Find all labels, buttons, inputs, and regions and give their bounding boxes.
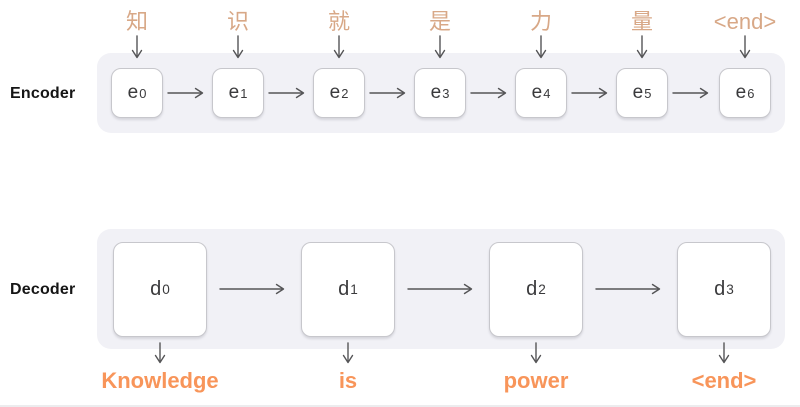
cell-label: d bbox=[150, 278, 162, 300]
encoder-input-token: 知 bbox=[125, 9, 149, 34]
arrow-down-icon bbox=[739, 35, 751, 63]
arrow-down-icon bbox=[154, 342, 166, 368]
cell-subscript: 2 bbox=[538, 282, 546, 297]
encoder-input-token: 是 bbox=[428, 9, 452, 34]
cell-label: d bbox=[526, 278, 538, 300]
arrow-down-icon bbox=[131, 35, 143, 63]
cell-subscript: 6 bbox=[747, 85, 755, 101]
cell-subscript: 1 bbox=[240, 85, 248, 101]
arrow-right-icon bbox=[470, 87, 510, 99]
arrow-right-icon bbox=[407, 283, 477, 295]
decoder-output-token: <end> bbox=[691, 368, 757, 393]
decoder-output-token: is bbox=[338, 368, 358, 393]
cell-label: d bbox=[338, 278, 350, 300]
cell-subscript: 0 bbox=[139, 85, 147, 101]
cell-subscript: 5 bbox=[644, 85, 652, 101]
arrow-down-icon bbox=[530, 342, 542, 368]
cell-subscript: 3 bbox=[726, 282, 734, 297]
cell-subscript: 1 bbox=[350, 282, 358, 297]
arrow-down-icon bbox=[342, 342, 354, 368]
cell-label: e bbox=[430, 82, 442, 103]
arrow-right-icon bbox=[268, 87, 308, 99]
cell-label: e bbox=[329, 82, 341, 103]
arrow-down-icon bbox=[535, 35, 547, 63]
cell-label: e bbox=[531, 82, 543, 103]
arrow-down-icon bbox=[434, 35, 446, 63]
arrow-right-icon bbox=[571, 87, 611, 99]
decoder-output-token: power bbox=[503, 368, 569, 393]
cell-subscript: 2 bbox=[341, 85, 349, 101]
cell-label: d bbox=[714, 278, 726, 300]
arrow-right-icon bbox=[219, 283, 289, 295]
arrow-down-icon bbox=[333, 35, 345, 63]
arrow-right-icon bbox=[369, 87, 409, 99]
decoder-label: Decoder bbox=[10, 281, 76, 298]
cell-label: e bbox=[228, 82, 240, 103]
cell-subscript: 0 bbox=[162, 282, 170, 297]
decoder-output-token: Knowledge bbox=[101, 368, 219, 393]
encoder-input-token: 力 bbox=[529, 9, 553, 34]
cell-label: e bbox=[127, 82, 139, 103]
arrow-right-icon bbox=[672, 87, 712, 99]
cell-label: e bbox=[632, 82, 644, 103]
encoder-input-token: 识 bbox=[226, 9, 250, 34]
cell-subscript: 3 bbox=[442, 85, 450, 101]
arrow-down-icon bbox=[718, 342, 730, 368]
encoder-input-token: <end> bbox=[713, 9, 777, 34]
encoder-input-token: 量 bbox=[630, 9, 654, 34]
bottom-divider bbox=[0, 405, 800, 407]
arrow-right-icon bbox=[167, 87, 207, 99]
encoder-input-token: 就 bbox=[327, 9, 351, 34]
arrow-down-icon bbox=[232, 35, 244, 63]
cell-label: e bbox=[735, 82, 747, 103]
cell-subscript: 4 bbox=[543, 85, 551, 101]
encoder-label: Encoder bbox=[10, 85, 76, 102]
arrow-down-icon bbox=[636, 35, 648, 63]
arrow-right-icon bbox=[595, 283, 665, 295]
